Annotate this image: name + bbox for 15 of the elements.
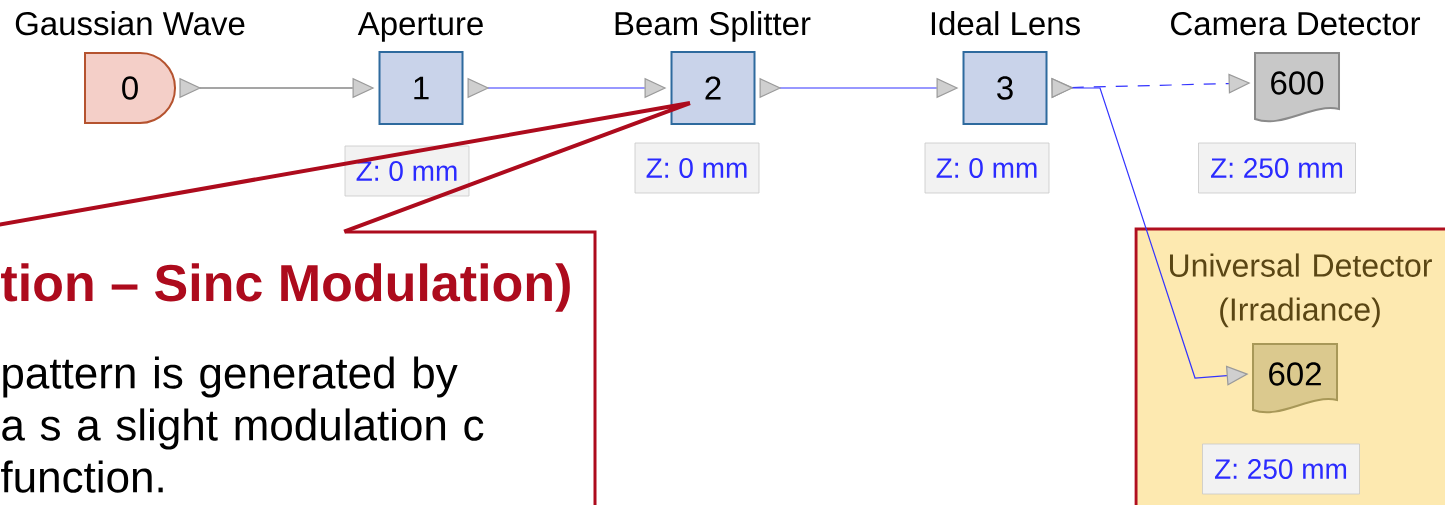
position-label: Z: 0 mm — [924, 142, 1050, 194]
node-title: Camera Detector — [1171, 11, 1421, 36]
position-label: Z: 0 mm — [634, 142, 760, 194]
node-title: Gaussian Wave — [15, 11, 245, 36]
component-box: 2 — [670, 51, 756, 125]
callout-pointer — [0, 101, 692, 234]
component-box: 1 — [378, 51, 464, 125]
callout-box: tion – Sinc Modulation) pattern is generated by a s a slight modulation c function. — [1, 230, 597, 505]
position-label: Z: 250 mm — [1198, 142, 1356, 194]
node-title: Ideal Lens — [931, 11, 1080, 36]
node-title: Aperture — [357, 12, 483, 42]
position-label: Z: 250 mm — [1202, 443, 1360, 495]
node-title: Universal Detector (Irradiance) — [1170, 253, 1432, 328]
component-box: 3 — [962, 51, 1048, 125]
node-title: Beam Splitter — [615, 11, 811, 42]
